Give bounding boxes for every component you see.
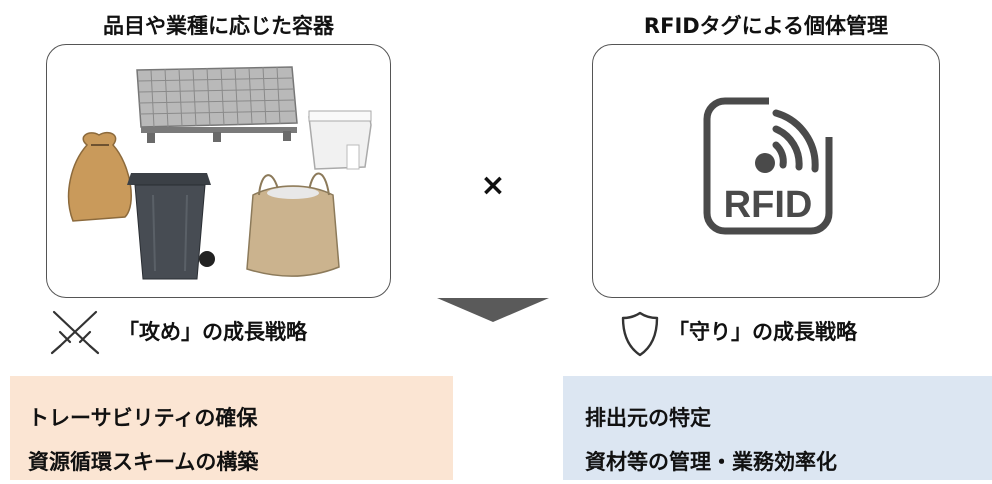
offense-result-item: トレーサビリティの確保 [28,406,258,430]
defense-result-item: 排出元の特定 [585,406,711,430]
rfid-logo-text: RFID [724,184,813,226]
wheelie-bin-image [127,173,215,280]
burlap-sack-image [67,131,132,222]
offense-result-item: 資源循環スキームの構築 [28,450,259,474]
rfid-logo-icon: RFID [703,91,835,235]
rfid-heading: RFIDタグによる個体管理 [643,14,889,38]
multiply-sign: × [480,168,506,203]
offense-strategy-label: 「攻め」の成長戦略 [118,320,307,344]
shield-icon [621,311,659,357]
defense-strategy-label: 「守り」の成長戦略 [668,320,857,344]
offense-results-box: トレーサビリティの確保 資源循環スキームの構築 [10,376,453,480]
down-arrow-icon [437,298,549,322]
rfid-panel: RFID [592,44,940,298]
mesh-cage-image [136,66,298,143]
defense-results-box: 排出元の特定 資材等の管理・業務効率化 [563,376,992,480]
containers-illustration [67,66,372,280]
bulk-bag-image [246,172,340,277]
defense-result-item: 資材等の管理・業務効率化 [585,450,837,474]
crossed-swords-icon [50,310,100,355]
containers-heading: 品目や業種に応じた容器 [103,14,334,38]
containers-panel [46,44,391,298]
white-plastic-container-image [308,110,372,170]
